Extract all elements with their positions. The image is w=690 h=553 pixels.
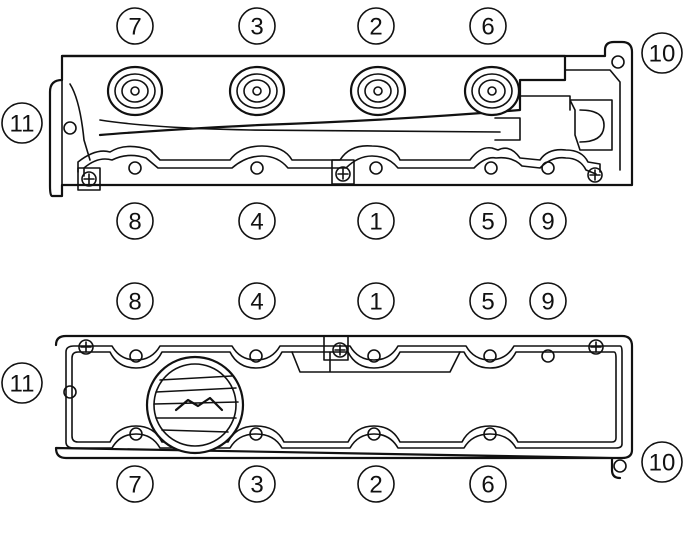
callout-top-upper-3: 2 (357, 7, 395, 45)
bottom-screw-icon (588, 339, 604, 355)
top-bolt-hole (484, 161, 498, 175)
callout-bottom-side: 11 (1, 362, 43, 404)
svg-text:4: 4 (250, 289, 263, 316)
bottom-bolt-hole (129, 427, 143, 441)
top-bolt-hole (611, 55, 625, 69)
bottom-bolt-hole (541, 349, 555, 363)
svg-text:1: 1 (369, 289, 382, 316)
top-cover-view (48, 40, 634, 198)
svg-text:3: 3 (250, 472, 263, 499)
bottom-cover-outline (54, 334, 634, 480)
top-plug-boss (463, 65, 521, 117)
bottom-bolt-hole (129, 349, 143, 363)
callout-bottom-upper-5: 9 (529, 282, 567, 320)
svg-text:7: 7 (128, 472, 141, 499)
callout-bottom-upper-3: 1 (357, 282, 395, 320)
top-cover-outline (48, 40, 634, 198)
svg-text:3: 3 (250, 14, 263, 41)
callout-top-upper-1: 7 (116, 7, 154, 45)
svg-text:1: 1 (369, 209, 382, 236)
svg-text:11: 11 (10, 371, 35, 398)
callout-top-lower-3: 1 (357, 202, 395, 240)
svg-text:11: 11 (10, 111, 35, 138)
svg-text:9: 9 (541, 289, 554, 316)
top-cover-right-bracket (494, 69, 621, 171)
callout-bottom-lower-2: 3 (238, 465, 276, 503)
callout-bottom-lower-1: 7 (116, 465, 154, 503)
bottom-bolt-hole (613, 459, 627, 473)
svg-text:5: 5 (481, 209, 494, 236)
callout-bottom-upper-4: 5 (469, 282, 507, 320)
bottom-bolt-hole (249, 349, 263, 363)
top-screw-icon (587, 167, 603, 183)
callout-top-lower-2: 4 (238, 202, 276, 240)
top-screw-icon (331, 159, 355, 185)
svg-text:2: 2 (369, 472, 382, 499)
top-bolt-hole (128, 161, 142, 175)
bottom-screw-icon (323, 335, 349, 361)
callout-bottom-lower-3: 2 (357, 465, 395, 503)
svg-text:8: 8 (128, 209, 141, 236)
callout-bottom-lower-5: 10 (641, 441, 683, 483)
svg-text:2: 2 (369, 14, 382, 41)
bottom-cover-view (54, 334, 634, 480)
svg-text:4: 4 (250, 209, 263, 236)
svg-text:10: 10 (649, 450, 676, 477)
callout-top-lower-5: 9 (529, 202, 567, 240)
callout-top-upper-4: 6 (469, 7, 507, 45)
svg-text:8: 8 (128, 289, 141, 316)
callout-bottom-lower-4: 6 (469, 465, 507, 503)
bottom-bolt-hole (483, 349, 497, 363)
oil-filler-cap-icon (145, 355, 245, 455)
top-plug-boss (349, 65, 407, 117)
callout-bottom-upper-1: 8 (116, 282, 154, 320)
top-bolt-hole (250, 161, 264, 175)
top-plug-boss (228, 65, 286, 117)
svg-text:7: 7 (128, 14, 141, 41)
callout-top-side: 11 (1, 102, 43, 144)
top-bolt-hole (63, 121, 77, 135)
svg-text:9: 9 (541, 209, 554, 236)
callout-bottom-upper-2: 4 (238, 282, 276, 320)
svg-text:5: 5 (481, 289, 494, 316)
top-screw-icon (77, 167, 101, 191)
svg-text:10: 10 (649, 41, 676, 68)
bottom-bolt-hole (483, 427, 497, 441)
bottom-screw-icon (78, 339, 94, 355)
bottom-bolt-hole (367, 427, 381, 441)
callout-top-upper-2: 3 (238, 7, 276, 45)
top-bolt-hole (541, 161, 555, 175)
callout-top-upper-5: 10 (641, 32, 683, 74)
bottom-bolt-hole (367, 349, 381, 363)
callout-top-lower-1: 8 (116, 202, 154, 240)
svg-text:6: 6 (481, 472, 494, 499)
top-bolt-hole (369, 161, 383, 175)
top-plug-boss (106, 65, 164, 117)
top-cover-gasket-groove (77, 144, 601, 173)
bottom-bolt-hole (249, 427, 263, 441)
bottom-bolt-hole (63, 385, 77, 399)
callout-top-lower-4: 5 (469, 202, 507, 240)
bottom-cover-gasket (65, 345, 623, 449)
svg-text:6: 6 (481, 14, 494, 41)
